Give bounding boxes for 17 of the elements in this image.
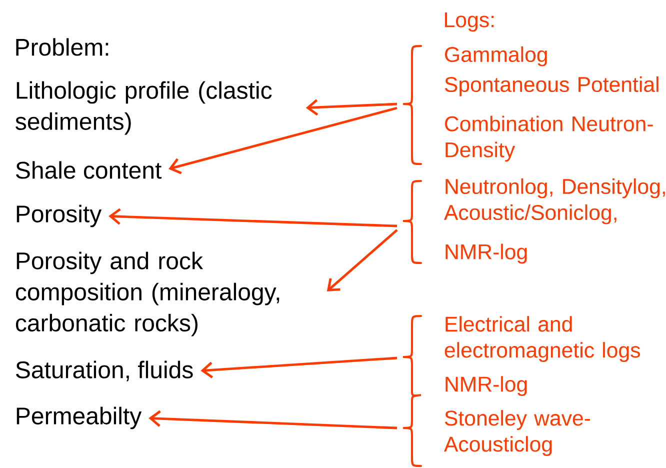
log-list: Electrical and electromagnetic logs NMR-log Stoneley wave-Acousticlog (444, 316, 640, 456)
problem-text: Permeabilty (16, 406, 142, 430)
arrow (200, 356, 398, 378)
problem-text: Shale content (16, 161, 162, 179)
arrow (148, 410, 398, 430)
log-list: Neutronlog, Densitylog, Acoustic/Soniclog, NMR-log (444, 178, 665, 264)
log-list: Gammalog Spontaneous Potential Combination Neutron-Density (444, 46, 658, 162)
arrow (326, 229, 398, 292)
problem-text: Lithologic profile (clastic sediments) (16, 81, 272, 135)
heading-text: Problem: (16, 38, 108, 56)
problem-text: Porosity and rock composition (mineralogy, carbonatic rocks) (16, 252, 280, 336)
problem-text: Saturation, fluids (16, 360, 193, 382)
problem-text: Porosity (16, 204, 102, 228)
heading-text: Logs: (445, 12, 494, 32)
arrow (108, 208, 398, 228)
arrow (168, 106, 398, 174)
arrow (306, 99, 398, 116)
